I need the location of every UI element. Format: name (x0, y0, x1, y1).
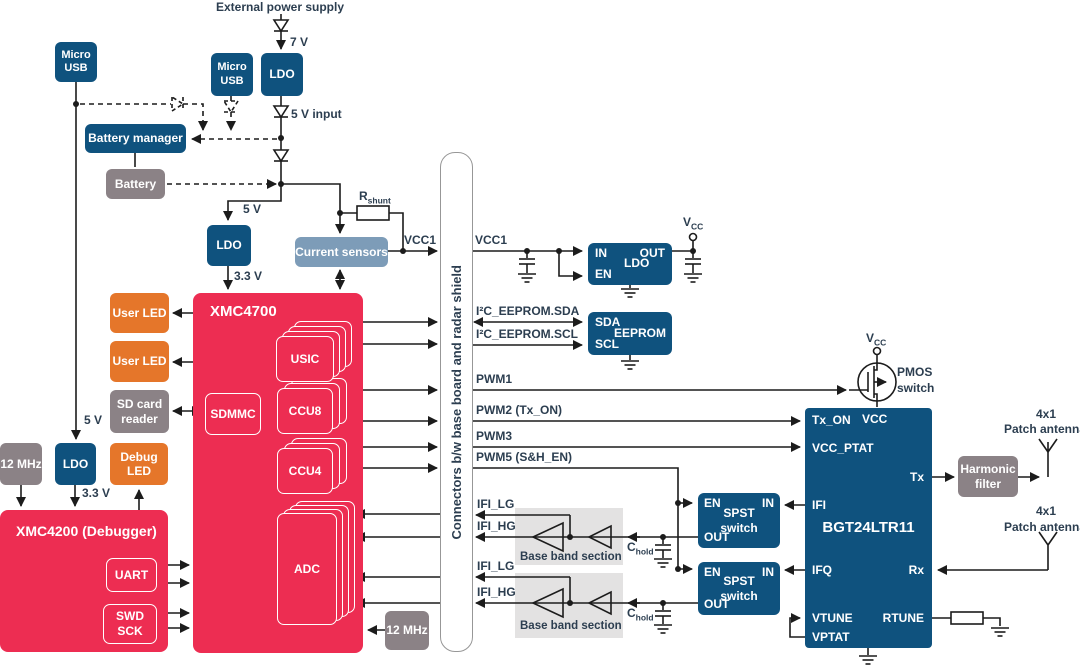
bgt-rtune-pin: RTUNE (882, 611, 924, 625)
antenna1-name-label: Patch antenna (1003, 422, 1080, 436)
ldo-right-en-pin: EN (595, 267, 612, 281)
chold2-label: Chold (627, 606, 654, 623)
v33-left-label: 3.3 V (82, 486, 111, 500)
spst1-en-pin: EN (704, 496, 721, 510)
ldo-right-block: IN EN OUT LDO (588, 243, 672, 285)
sd-card-reader-block: SD card reader (110, 390, 169, 433)
battery-block: Battery (106, 169, 165, 199)
spst1-name2: switch (720, 520, 758, 535)
ifi-hg1-label: IFI_HG (477, 519, 516, 533)
bgt-ifi-pin: IFI (812, 498, 826, 512)
vcc-ldo-label: VCC (683, 215, 704, 232)
spst2-in-pin: IN (762, 565, 774, 579)
v5-mid-label: 5 V (243, 202, 262, 216)
bgt-rx-pin: Rx (908, 563, 924, 577)
v5-left-label: 5 V (84, 413, 103, 427)
eeprom-scl-pin: SCL (595, 337, 619, 351)
chold1-label: Chold (627, 540, 654, 557)
sck-label: SCK (117, 624, 143, 638)
spst1-name: SPST (723, 506, 755, 521)
spst1-out-pin: OUT (704, 530, 730, 544)
current-sensors-block: Current sensors (295, 237, 388, 267)
xmc4700-usic-block: USIC (276, 336, 334, 382)
user-led1-block: User LED (110, 293, 169, 333)
ldo-right-name: LDO (624, 256, 650, 270)
eeprom-block: SDA SCL EEPROM (588, 312, 672, 355)
pwm5-label: PWM5 (S&H_EN) (476, 450, 573, 464)
bgt-vtune-pin: VTUNE (812, 611, 853, 625)
sda-signal-label: I²C_EEPROM.SDA (476, 304, 580, 318)
baseband-1-label: Base band section (520, 551, 622, 563)
ldo-right-out-pin: OUT (639, 246, 665, 260)
antenna1-4x1-label: 4x1 (1035, 407, 1057, 421)
eeprom-sda-pin: SDA (595, 315, 621, 329)
xmc4700-ccu8-block: CCU8 (277, 388, 333, 434)
xmc4700-adc-block: ADC (277, 513, 337, 625)
xmc4700-sdmmc-block: SDMMC (205, 393, 261, 435)
spst2-name: SPST (723, 574, 755, 589)
ldo-right-in-pin: IN (595, 246, 607, 260)
vcc1-right-label: VCC1 (475, 233, 508, 247)
spst1-in-pin: IN (762, 496, 774, 510)
bgt-vccptat-pin: VCC_PTAT (812, 441, 874, 455)
spst2-en-pin: EN (704, 565, 721, 579)
ldo-top-block: LDO (261, 53, 303, 96)
vcc-pmos-label: VCC (866, 331, 887, 348)
antenna2-name-label: Patch antenna (1003, 520, 1080, 534)
baseband-2-label: Base band section (520, 620, 622, 632)
xmc4200-uart-block: UART (106, 558, 157, 592)
spst-switch-2-block: SPST switch EN IN OUT (698, 562, 780, 615)
spst2-out-pin: OUT (704, 597, 730, 611)
osc-12mhz-right-block: 12 MHz (385, 611, 429, 650)
bgt-tx-pin: Tx (909, 470, 924, 484)
connector-bar-label: Connectors b/w base board and radar shie… (449, 264, 464, 540)
pwm2-label: PWM2 (Tx_ON) (476, 403, 563, 417)
xmc4200-title: XMC4200 (Debugger) (16, 523, 157, 539)
bgt-txon-pin: Tx_ON (812, 413, 851, 427)
external-power-label: External power supply (215, 0, 345, 14)
ldo-mid-block: LDO (207, 225, 251, 266)
v7-label: 7 V (290, 35, 309, 49)
rshunt-label: Rshunt (359, 189, 391, 206)
eeprom-name: EEPROM (613, 326, 666, 340)
antenna2-4x1-label: 4x1 (1035, 504, 1057, 518)
xmc4700-ccu4-block: CCU4 (277, 448, 333, 494)
v5-input-label: 5 V input (291, 107, 342, 121)
bgt-title: BGT24LTR11 (822, 519, 915, 536)
harmonic-filter-block: Harmonic filter (958, 456, 1018, 497)
user-led2-block: User LED (110, 341, 169, 382)
pwm3-label: PWM3 (476, 429, 512, 443)
spst-switch-1-block: SPST switch EN IN OUT (698, 493, 780, 548)
bgt-vcc-pin: VCC (862, 412, 888, 426)
xmc4700-title: XMC4700 (210, 303, 277, 320)
spst2-name2: switch (720, 588, 758, 603)
osc-12mhz-left-block: 12 MHz (0, 443, 42, 485)
ifi-lg2-label: IFI_LG (477, 559, 515, 573)
ldo-left-block: LDO (55, 443, 96, 485)
pwm1-label: PWM1 (476, 372, 512, 386)
bgt24ltr11-block: BGT24LTR11 Tx_ON VCC VCC_PTAT IFI IFQ VT… (805, 408, 932, 648)
connector-bar: Connectors b/w base board and radar shie… (440, 152, 473, 652)
v33-mid-label: 3.3 V (234, 269, 263, 283)
scl-signal-label: I²C_EEPROM.SCL (476, 327, 579, 341)
micro-usb-mid-block: Micro USB (211, 53, 253, 96)
vcc1-left-label: VCC1 (404, 233, 437, 247)
battery-manager-block: Battery manager (85, 124, 186, 153)
micro-usb-left-block: Micro USB (55, 42, 97, 82)
ifi-lg1-label: IFI_LG (477, 497, 515, 511)
xmc4200-swd-sck-block: SWD SCK (103, 604, 157, 644)
bgt-ifq-pin: IFQ (812, 563, 832, 577)
ifi-hg2-label: IFI_HG (477, 585, 516, 599)
swd-label: SWD (116, 609, 144, 623)
bgt-vptat-pin: VPTAT (812, 630, 850, 644)
debug-led-block: Debug LED (110, 443, 168, 485)
